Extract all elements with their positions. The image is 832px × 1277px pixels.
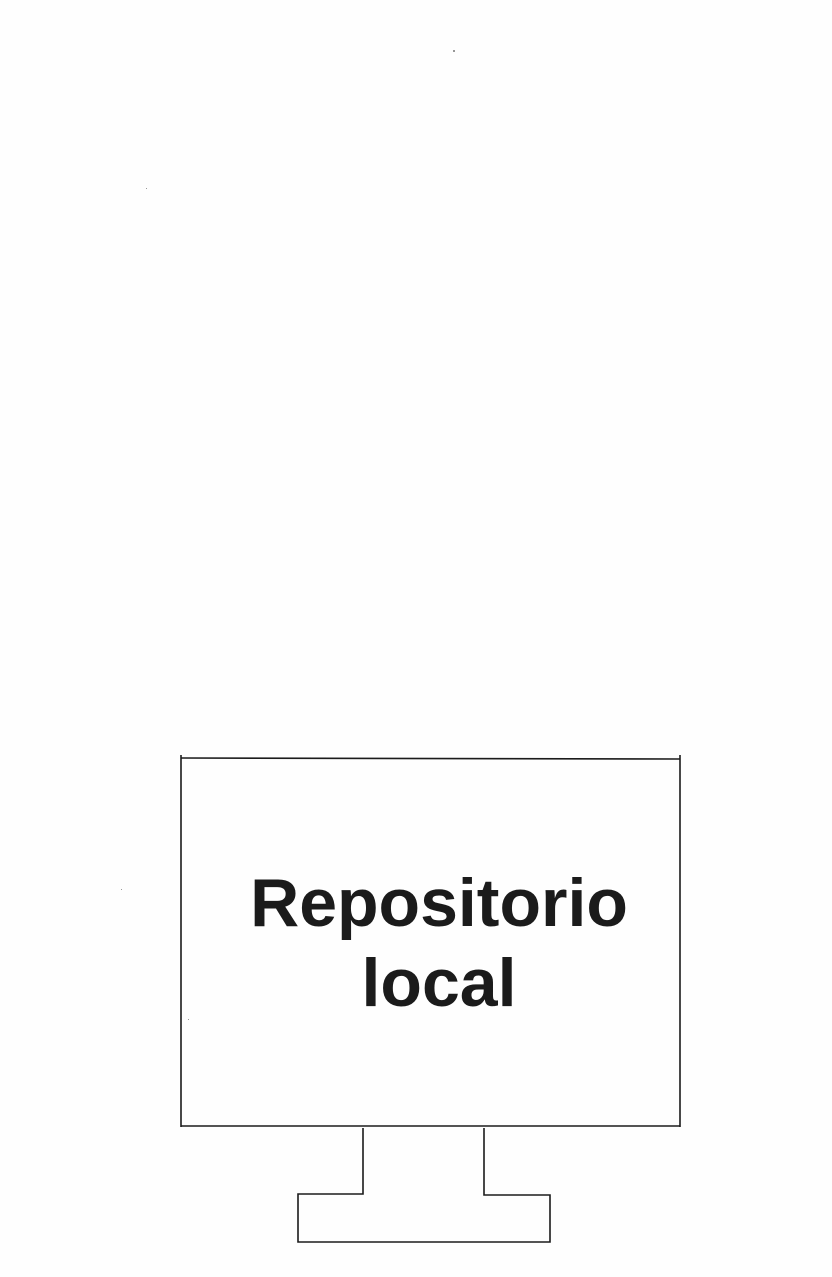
stand-neck-and-base bbox=[297, 1128, 551, 1243]
monitor-stand bbox=[297, 1128, 551, 1243]
monitor-label: Repositorio local bbox=[182, 760, 680, 1126]
scan-speck bbox=[453, 50, 455, 52]
scan-speck bbox=[146, 188, 147, 189]
label-line-local: local bbox=[361, 945, 517, 1021]
label-line-repositorio: Repositorio bbox=[250, 865, 628, 941]
scan-speck bbox=[188, 1019, 189, 1020]
scan-speck bbox=[121, 889, 122, 890]
monitor-screen bbox=[180, 755, 681, 1127]
screen-top-edge bbox=[180, 757, 681, 760]
